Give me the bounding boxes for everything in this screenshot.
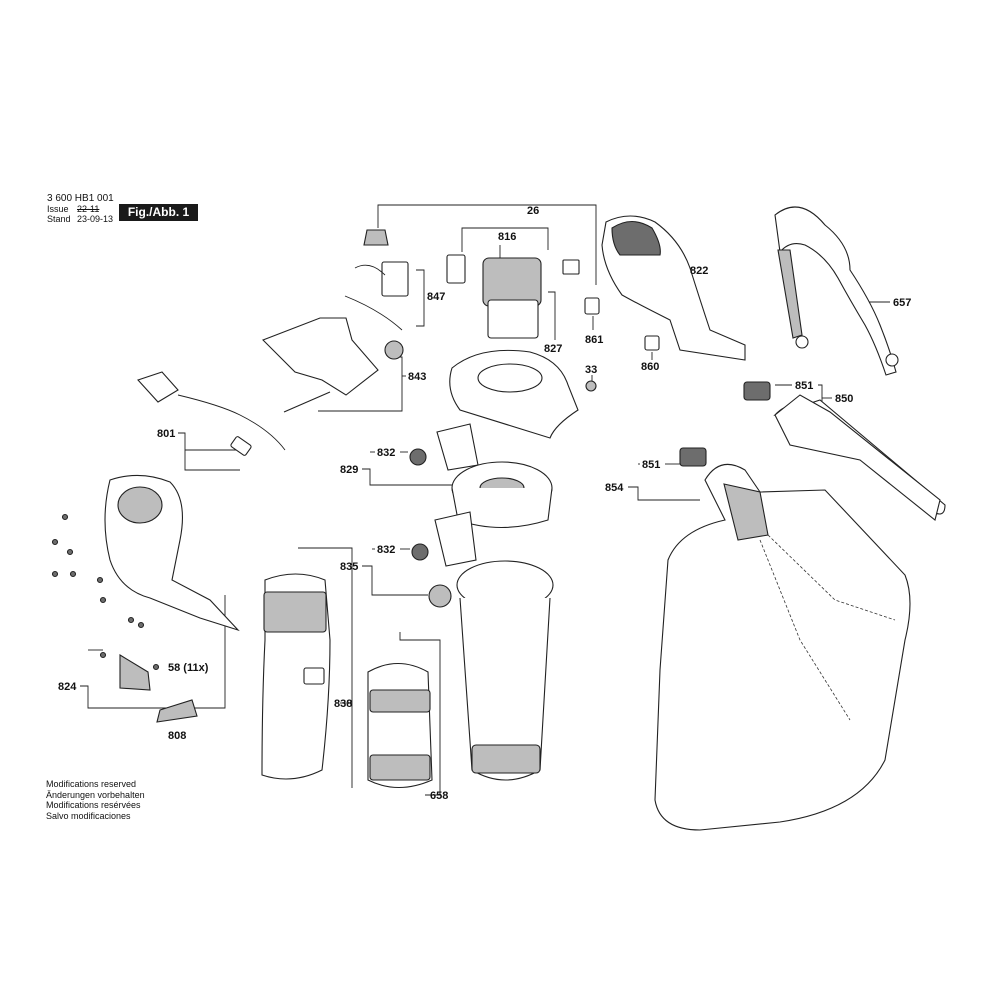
label-827: 827 [544, 343, 562, 355]
notice-de: Änderungen vorbehalten [46, 789, 145, 800]
label-658: 658 [430, 790, 448, 802]
label-832-top: 832 [377, 447, 395, 459]
issue-label: Issue [47, 204, 69, 214]
part-number: 3 600 HB1 001 [47, 193, 114, 204]
label-860: 860 [641, 361, 659, 373]
label-847: 847 [427, 291, 445, 303]
part-labels: 26 816 822 657 847 861 827 843 33 860 85… [58, 205, 911, 802]
screw-icons [51, 513, 160, 671]
leader-lines [80, 204, 890, 796]
part-illustrations [51, 206, 946, 831]
label-861: 861 [585, 334, 603, 346]
label-58: 58 (11x) [168, 662, 209, 674]
label-33: 33 [585, 364, 597, 376]
label-832-lower: 832 [377, 544, 395, 556]
label-26: 26 [527, 205, 539, 217]
label-851-top: 851 [795, 380, 813, 392]
label-854: 854 [605, 482, 624, 494]
label-851-lower: 851 [642, 459, 660, 471]
label-808: 808 [168, 730, 186, 742]
label-843: 843 [408, 371, 426, 383]
label-835: 835 [340, 561, 358, 573]
stand-value: 23-09-13 [77, 214, 114, 224]
label-801: 801 [157, 428, 175, 440]
label-829: 829 [340, 464, 358, 476]
label-850: 850 [835, 393, 853, 405]
issue-value: 22-11 [77, 204, 100, 214]
label-838: 838 [334, 698, 352, 710]
label-824: 824 [58, 681, 77, 693]
stand-label: Stand [47, 214, 71, 224]
figure-badge: Fig./Abb. 1 [119, 204, 198, 221]
notice-es: Salvo modificaciones [46, 810, 131, 821]
notice-fr: Modifications resérvées [46, 800, 141, 810]
notice-en: Modifications reserved [46, 779, 137, 789]
modifications-notice: Modifications reserved Änderungen vorbeh… [46, 779, 145, 821]
label-657: 657 [893, 297, 911, 309]
label-822: 822 [690, 265, 708, 277]
label-816: 816 [498, 231, 516, 243]
